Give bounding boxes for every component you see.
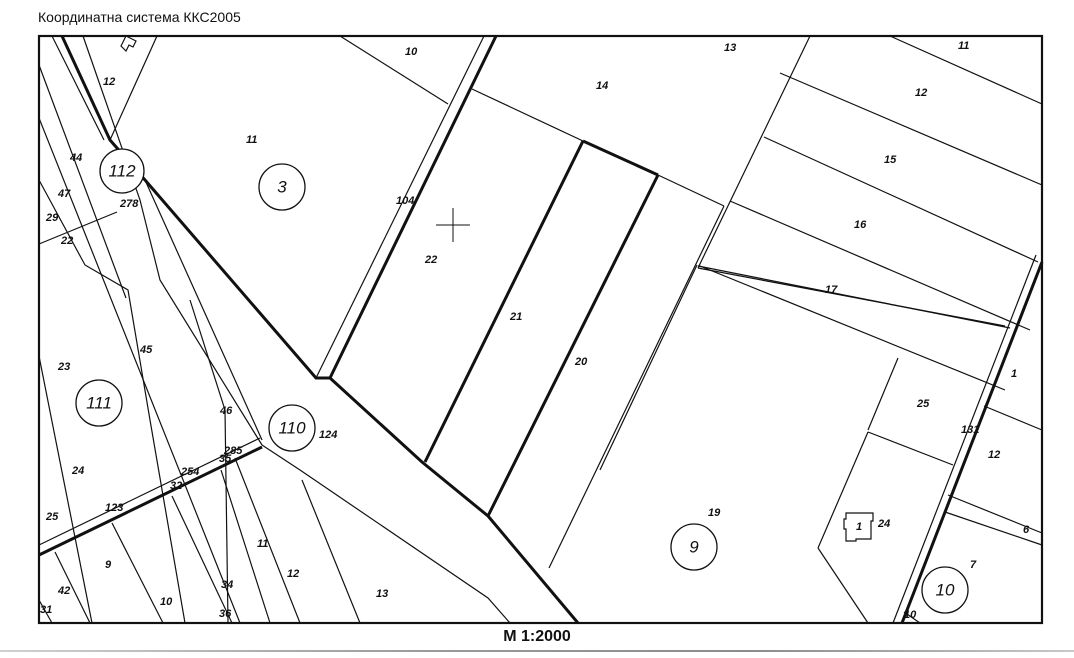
parcel-label[interactable]: 22 <box>424 254 437 266</box>
parcel-label[interactable]: 12 <box>103 76 115 88</box>
parcel-label[interactable]: 35 <box>219 453 232 465</box>
parcel-label[interactable]: 24 <box>877 518 890 530</box>
building-outline-icon <box>120 35 137 53</box>
building-number: 1 <box>856 521 862 533</box>
parcel-label[interactable]: 31 <box>40 604 52 616</box>
zone-id: 110 <box>278 419 306 438</box>
parcel-label[interactable]: 124 <box>319 429 337 441</box>
parcel-label[interactable]: 254 <box>180 466 199 478</box>
page-edge-divider <box>0 650 1074 652</box>
parcel-label[interactable]: 278 <box>119 198 139 210</box>
parcel-label[interactable]: 104 <box>396 195 414 207</box>
parcel-label[interactable]: 13 <box>724 42 736 54</box>
building-outline-icon <box>843 512 874 542</box>
parcel-label[interactable]: 29 <box>45 212 59 224</box>
zone-id: 111 <box>86 394 112 413</box>
parcel-label[interactable]: 19 <box>708 507 721 519</box>
zone-marker[interactable]: 10 <box>921 566 969 614</box>
parcel-label[interactable]: 123 <box>105 502 123 514</box>
parcel-label[interactable]: 14 <box>596 80 608 92</box>
coordinate-system-title: Координатна система ККС2005 <box>38 9 241 25</box>
parcel-label[interactable]: 25 <box>45 511 59 523</box>
parcel-label[interactable]: 9 <box>105 559 112 571</box>
parcel-label[interactable]: 11 <box>257 538 268 550</box>
zone-id: 3 <box>277 178 287 197</box>
parcel-label[interactable]: 13 <box>376 588 388 600</box>
parcel-label[interactable]: 12 <box>915 87 927 99</box>
map-frame <box>37 34 1044 625</box>
parcel-label[interactable]: 20 <box>574 356 588 368</box>
parcel-label[interactable]: 10 <box>904 609 917 621</box>
parcel-label[interactable]: 45 <box>139 344 153 356</box>
zone-marker[interactable]: 111 <box>75 379 123 427</box>
parcel-label[interactable]: 1 <box>1011 368 1017 380</box>
parcel-label[interactable]: 11 <box>958 40 969 52</box>
parcel-label[interactable]: 42 <box>57 585 70 597</box>
parcel-label[interactable]: 21 <box>509 311 522 323</box>
parcel-label[interactable]: 44 <box>69 152 82 164</box>
parcel-label[interactable]: 17 <box>825 284 838 296</box>
parcel-label[interactable]: 12 <box>988 449 1000 461</box>
parcel-label[interactable]: 10 <box>405 46 418 58</box>
parcel-label[interactable]: 46 <box>219 405 233 417</box>
parcel-label[interactable]: 6 <box>1023 524 1030 536</box>
zone-marker[interactable]: 110 <box>268 404 316 452</box>
parcel-label[interactable]: 131 <box>961 424 979 436</box>
parcel-label[interactable]: 22 <box>60 235 73 247</box>
zone-marker[interactable]: 9 <box>670 523 718 571</box>
parcel-label[interactable]: 7 <box>970 559 977 571</box>
crosshair-icon <box>436 208 470 242</box>
zone-marker[interactable]: 3 <box>258 163 306 211</box>
parcel-label[interactable]: 23 <box>57 361 70 373</box>
parcel-label[interactable]: 11 <box>246 134 257 146</box>
parcel-label[interactable]: 25 <box>916 398 930 410</box>
parcel-label[interactable]: 24 <box>71 465 84 477</box>
parcel-labels: 12 11 10 13 14 11 12 15 16 17 104 22 21 … <box>40 40 1030 621</box>
parcel-label[interactable]: 36 <box>219 608 232 620</box>
map-scale: M 1:2000 <box>503 628 571 645</box>
parcel-label[interactable]: 32 <box>170 480 182 492</box>
parcel-label[interactable]: 285 <box>223 445 243 457</box>
zone-id: 112 <box>108 162 136 181</box>
parcel-label[interactable]: 10 <box>160 596 173 608</box>
map-linework <box>37 34 1044 625</box>
parcel-label[interactable]: 12 <box>287 568 299 580</box>
parcel-label[interactable]: 16 <box>854 219 867 231</box>
zone-marker[interactable]: 112 <box>99 148 145 194</box>
parcel-label[interactable]: 15 <box>884 154 897 166</box>
parcel-label[interactable]: 47 <box>57 188 71 200</box>
parcel-label[interactable]: 34 <box>221 579 233 591</box>
zone-id: 9 <box>689 538 699 557</box>
zone-id: 10 <box>936 581 955 600</box>
